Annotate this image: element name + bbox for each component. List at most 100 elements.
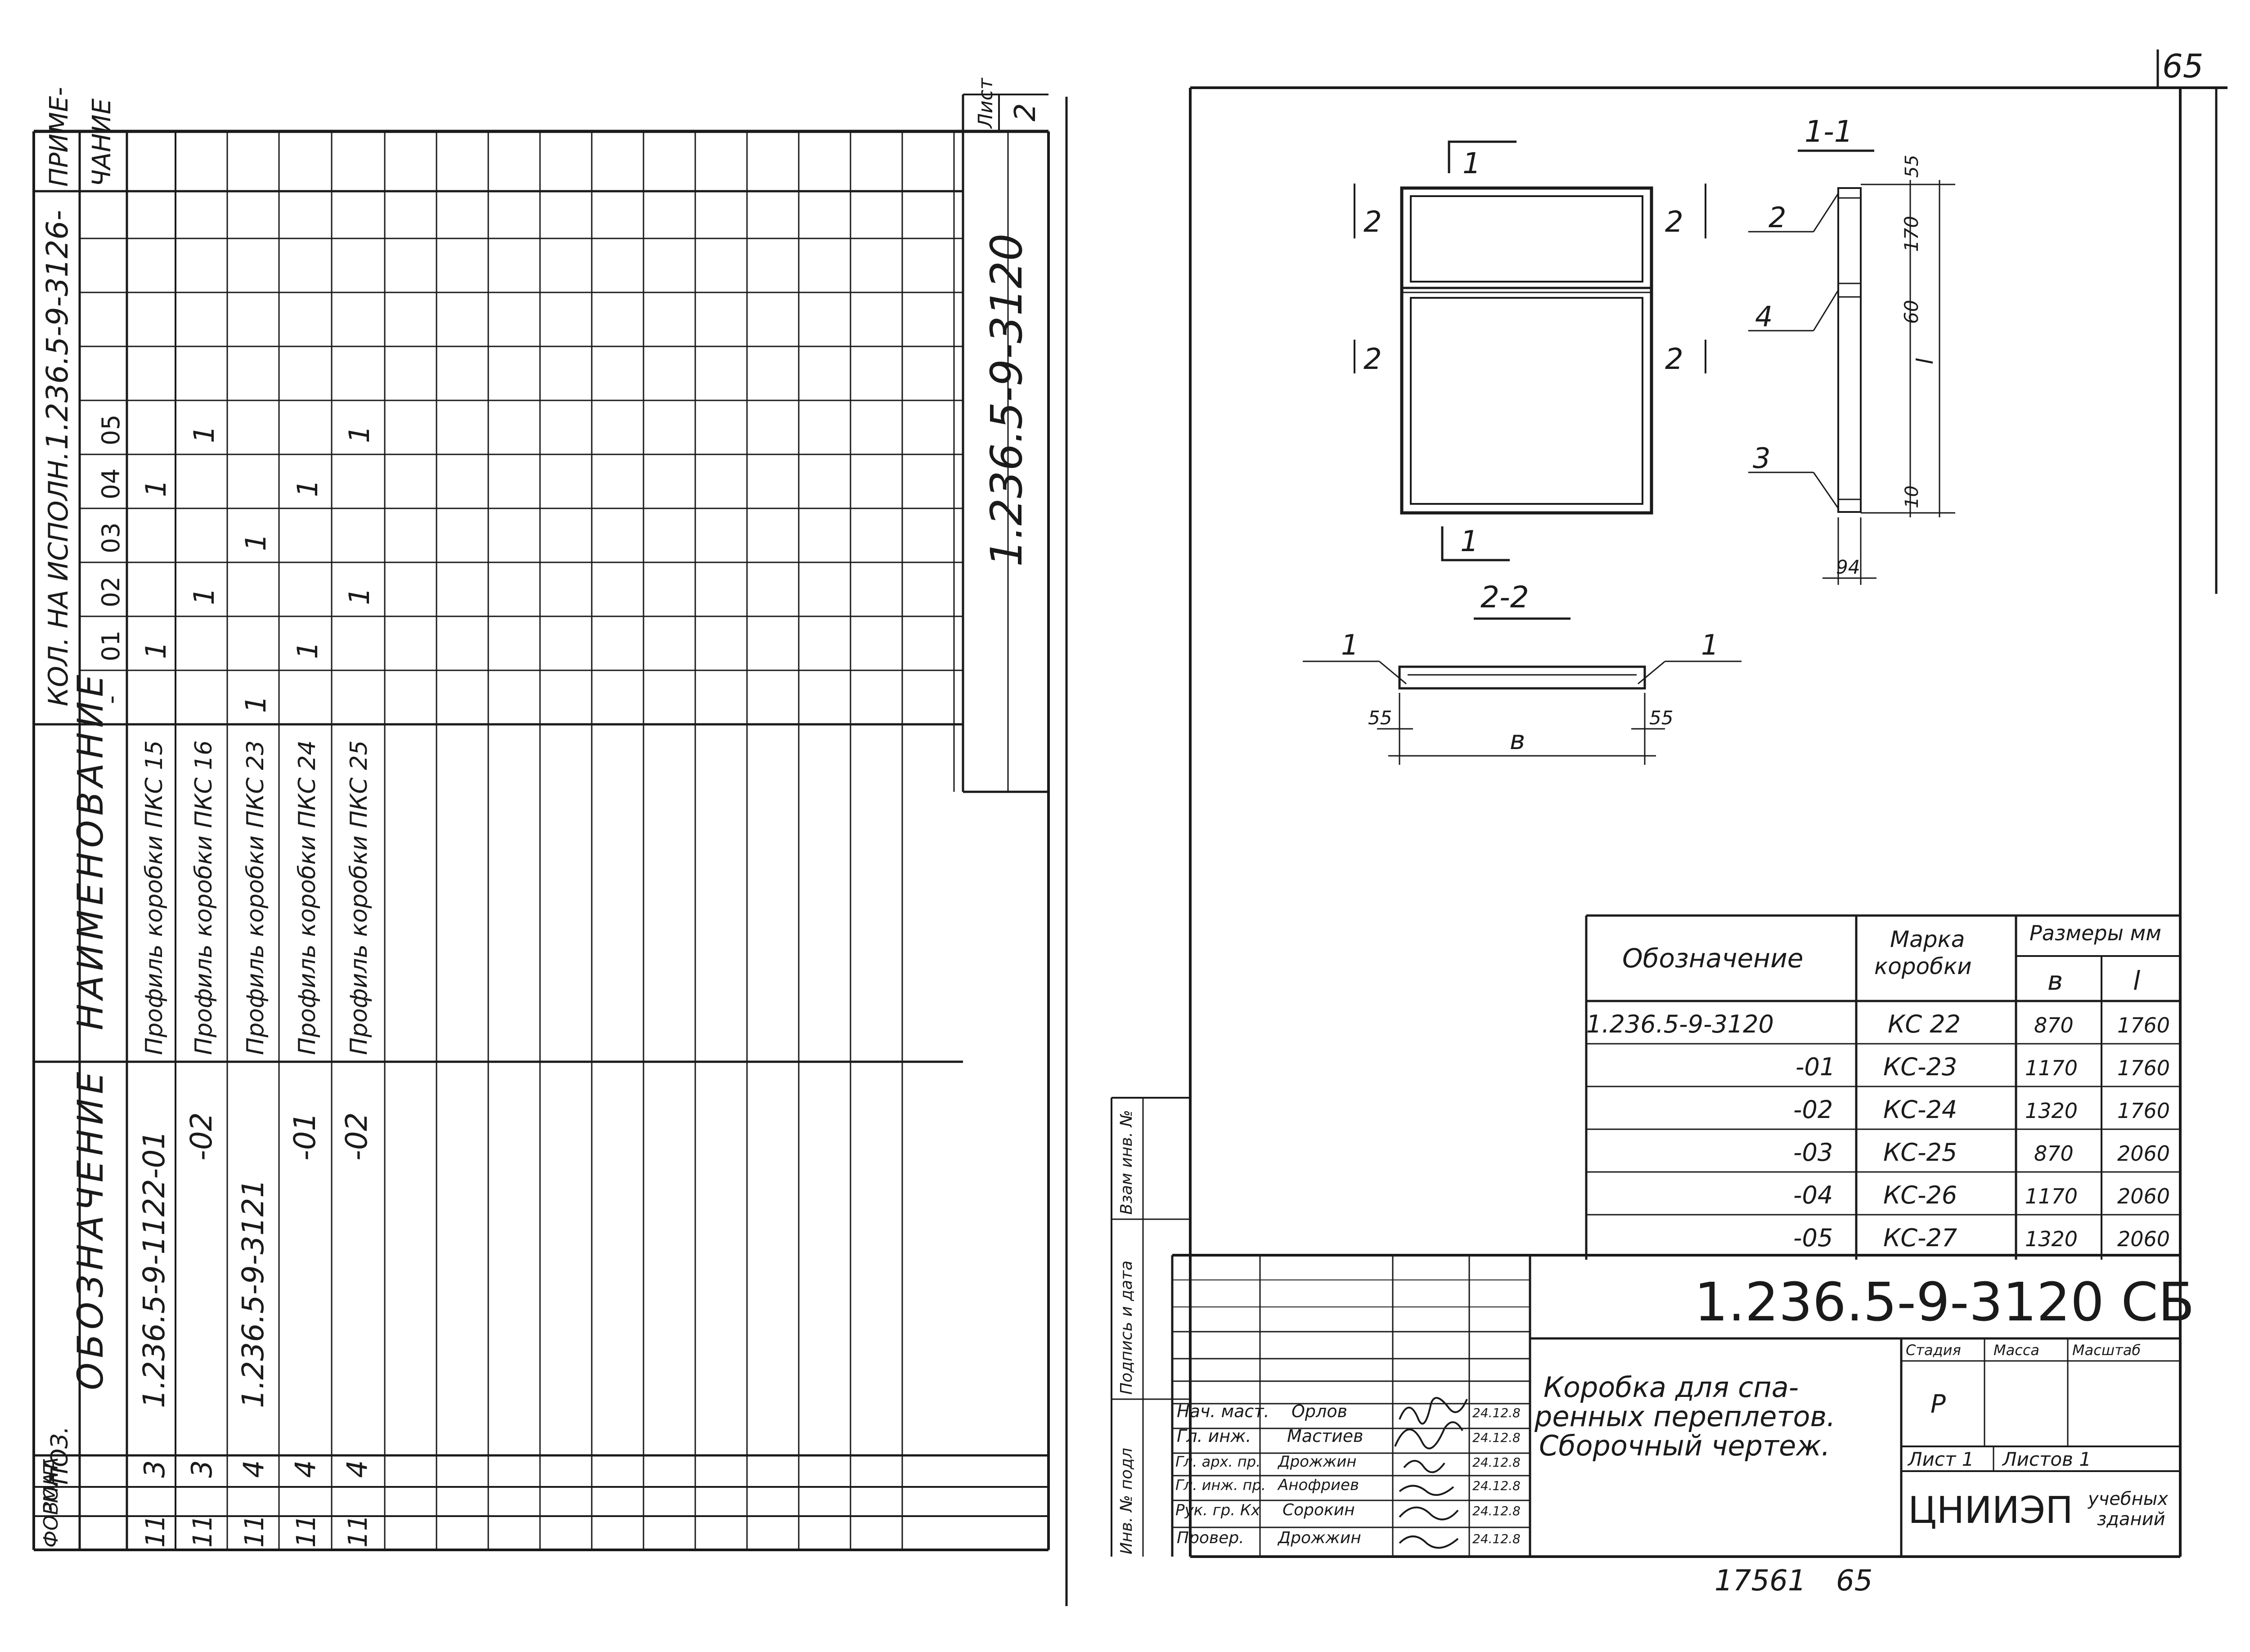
dim-55-top: 55: [1902, 155, 1922, 178]
signer-date: 24.12.8: [1472, 1531, 1521, 1546]
section-mark-2-tl: 2: [1364, 206, 1382, 239]
signer-date: 24.12.8: [1472, 1455, 1521, 1470]
row-oboz: 1.236.5-9-1122-01: [137, 1131, 171, 1408]
stamp-sheet-number: 2: [1009, 103, 1042, 121]
size-header-b: в: [2048, 965, 2063, 996]
size-row-mark: КС 22: [1888, 1010, 1961, 1038]
signer-date: 24.12.8: [1472, 1405, 1521, 1420]
size-header-mark-2: коробки: [1874, 953, 1972, 979]
signer-role: Нач. маст.: [1177, 1401, 1269, 1421]
table-row: 11 4 -02 Профиль коробки ПКС 25 1 1: [339, 426, 376, 1548]
callout-pos-4: 4: [1755, 300, 1773, 333]
massa-label: Масса: [1994, 1342, 2039, 1359]
dim-l: l: [1912, 358, 1938, 364]
row-name: Профиль коробки ПКС 23: [242, 741, 269, 1055]
section-mark-1-bottom: 1: [1460, 525, 1479, 558]
size-row-l: 1760: [2117, 1099, 2170, 1123]
signer-name: Орлов: [1292, 1401, 1347, 1421]
size-row-l: 1760: [2117, 1013, 2170, 1037]
size-row-oboz: -02: [1793, 1095, 1833, 1124]
size-row-l: 1760: [2117, 1056, 2170, 1080]
spec-header-format: ФОРМАТ: [40, 1459, 63, 1548]
row-q4: 1: [291, 480, 324, 497]
size-row-l: 2060: [2117, 1141, 2170, 1166]
size-row-l: 2060: [2117, 1184, 2170, 1208]
org-sub-2: зданий: [2097, 1509, 2165, 1530]
size-row-mark: КС-25: [1883, 1138, 1957, 1167]
section-2-2-title: 2-2: [1480, 580, 1529, 615]
size-row-b: 1170: [2025, 1056, 2078, 1080]
spec-header-prim: ПРИМЕ-: [45, 87, 74, 187]
doc-title-2: ренных переплетов.: [1534, 1400, 1836, 1433]
sheet-label: Лист 1: [1907, 1448, 1974, 1470]
variant-col-1: 01: [97, 630, 125, 661]
size-row-oboz: -01: [1796, 1053, 1835, 1081]
row-q0: 1: [239, 696, 272, 713]
size-row-mark: КС-24: [1883, 1095, 1957, 1124]
signer-row: Гл. арх. пр. Дрожжин 24.12.8: [1175, 1453, 1521, 1471]
row-q3: 1: [239, 534, 272, 551]
signer-name: Сорокин: [1282, 1501, 1355, 1519]
table-row: 11 3 -02 Профиль коробки ПКС 16 1 1: [184, 426, 220, 1548]
signer-date: 24.12.8: [1472, 1478, 1521, 1493]
signer-name: Дрожжин: [1277, 1453, 1357, 1471]
row-oboz: -01: [288, 1112, 322, 1161]
page-number: 65: [2162, 47, 2204, 85]
size-header-sizes: Размеры мм: [2030, 921, 2161, 945]
row-format: 11: [140, 1514, 171, 1548]
size-row-b: 1320: [2025, 1227, 2078, 1251]
spec-rows: 11 3 1.236.5-9-1122-01 Профиль коробки П…: [137, 426, 376, 1548]
doc-code: 1.236.5-9-3120 СБ: [1694, 1271, 2195, 1333]
row-q1: 1: [291, 642, 324, 659]
size-header-mark-1: Марка: [1890, 926, 1965, 952]
variant-col-2: 02: [97, 576, 125, 607]
spec-stamp: Лист 2 1.236.5-9-3120: [974, 77, 1042, 567]
spec-header-texts: ОБОЗНАЧЕНИЕ НАИМЕНОВАНИЕ КОЛ. НА ИСПОЛН.…: [40, 87, 125, 1548]
variant-col-0: -: [97, 696, 125, 705]
signer-role: Гл. инж.: [1177, 1426, 1251, 1446]
org-sub-1: учебных: [2088, 1489, 2168, 1509]
stadia-label: Стадия: [1906, 1342, 1961, 1359]
section-1-1-title: 1-1: [1804, 114, 1853, 149]
signer-name: Анофриев: [1277, 1476, 1359, 1494]
size-row-b: 1320: [2025, 1099, 2078, 1123]
signer-role: Гл. инж. пр.: [1175, 1477, 1266, 1494]
row-oboz: -02: [339, 1112, 374, 1161]
size-row-b: 870: [2034, 1141, 2074, 1166]
signer-role: Гл. арх. пр.: [1175, 1453, 1260, 1470]
size-row-mark: КС-27: [1883, 1224, 1957, 1252]
row-q2: 1: [343, 588, 376, 605]
spec-header-zona: ЗОНА: [40, 1457, 63, 1514]
row-q4: 1: [140, 480, 172, 497]
doc-title-3: Сборочный чертеж.: [1539, 1429, 1830, 1462]
size-row-b: 870: [2034, 1013, 2074, 1037]
size-table: [1585, 914, 2180, 1260]
size-row-oboz: 1.236.5-9-3120: [1586, 1010, 1774, 1038]
inventory-number: 17561: [1714, 1564, 1806, 1598]
section-mark-2-ml: 2: [1364, 343, 1382, 376]
specification-sheet: [32, 94, 1050, 1551]
masshtab-label: Масштаб: [2072, 1342, 2141, 1359]
title-block-texts: Инв. № подл Подпись и дата Взам инв. № 1…: [1117, 1110, 2195, 1554]
signer-date: 24.12.8: [1472, 1504, 1521, 1518]
variant-col-5: 05: [97, 414, 125, 445]
table-row: 11 4 1.236.5-9-3121 Профиль коробки ПКС …: [236, 534, 272, 1548]
callout-1-right: 1: [1701, 628, 1719, 661]
row-oboz: -02: [184, 1112, 219, 1161]
stadia-value: Р: [1930, 1390, 1946, 1419]
row-format: 11: [291, 1514, 321, 1548]
size-header-oboz: Обозначение: [1622, 943, 1803, 974]
stamp-code: 1.236.5-9-3120: [981, 233, 1032, 567]
signer-name: Дрожжин: [1277, 1529, 1361, 1547]
row-q5: 1: [188, 426, 220, 443]
row-name: Профиль коробки ПКС 15: [141, 741, 168, 1055]
section-mark-2-mr: 2: [1665, 343, 1683, 376]
signer-row: Гл. инж. Мастиев 24.12.8: [1177, 1426, 1521, 1446]
spec-header-poz: ПОЗ.: [46, 1426, 73, 1485]
row-format: 11: [187, 1514, 218, 1548]
window-box-front-view: [1354, 140, 1706, 561]
section-mark-1-top: 1: [1462, 147, 1481, 180]
row-poz: 4: [289, 1460, 322, 1478]
row-q1: 1: [140, 642, 172, 659]
